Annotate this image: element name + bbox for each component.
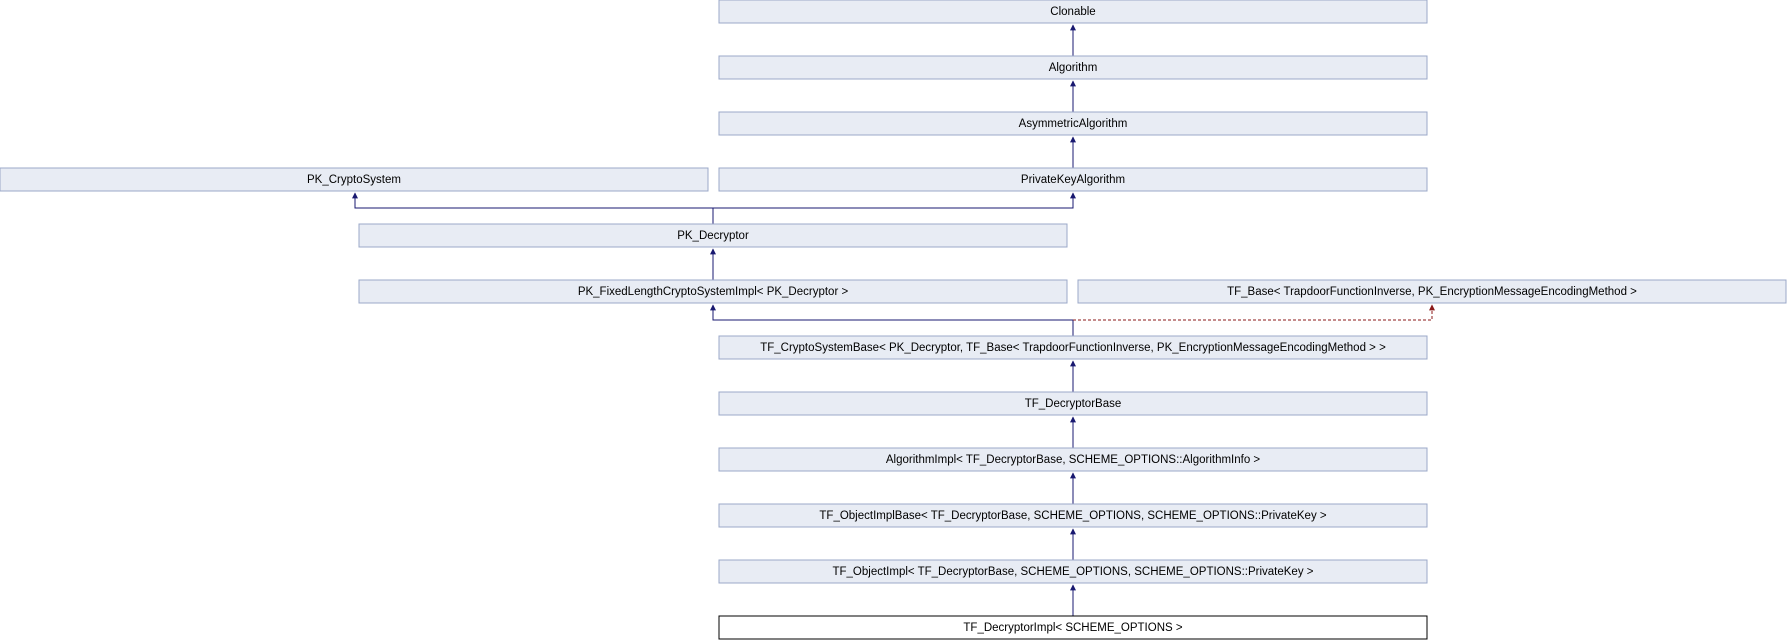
node-label: PK_CryptoSystem [307, 174, 401, 186]
node-label: TF_ObjectImplBase< TF_DecryptorBase, SCH… [819, 510, 1327, 522]
node-tf-cryptosystembase[interactable]: TF_CryptoSystemBase< PK_Decryptor, TF_Ba… [718, 335, 1428, 360]
node-clonable[interactable]: Clonable [718, 0, 1428, 24]
node-tf-objectimpl[interactable]: TF_ObjectImpl< TF_DecryptorBase, SCHEME_… [718, 559, 1428, 584]
node-tf-objectimplbase[interactable]: TF_ObjectImplBase< TF_DecryptorBase, SCH… [718, 503, 1428, 528]
node-pk-fixedlength-cryptosystemimpl[interactable]: PK_FixedLengthCryptoSystemImpl< PK_Decry… [358, 279, 1068, 304]
node-label: Algorithm [1049, 62, 1098, 74]
edge-tf-cryptosystembase-to-tf-base [1073, 304, 1435, 321]
edge-layer [352, 24, 1435, 616]
edge-pk-decryptor-to-private-key-algorithm [713, 192, 1076, 209]
node-private-key-algorithm[interactable]: PrivateKeyAlgorithm [718, 167, 1428, 192]
node-label: PrivateKeyAlgorithm [1021, 174, 1125, 186]
edge-tf-cryptosystembase-to-pk-fixedlength [710, 304, 1074, 336]
node-label: PK_FixedLengthCryptoSystemImpl< PK_Decry… [578, 286, 849, 298]
node-label: PK_Decryptor [677, 230, 749, 242]
node-algorithmimpl[interactable]: AlgorithmImpl< TF_DecryptorBase, SCHEME_… [718, 447, 1428, 472]
node-tf-base[interactable]: TF_Base< TrapdoorFunctionInverse, PK_Enc… [1077, 279, 1787, 304]
node-label: TF_DecryptorImpl< SCHEME_OPTIONS > [963, 622, 1182, 634]
node-pk-cryptosystem[interactable]: PK_CryptoSystem [0, 167, 709, 192]
node-pk-decryptor[interactable]: PK_Decryptor [358, 223, 1068, 248]
node-label: TF_DecryptorBase [1025, 398, 1122, 410]
node-algorithm[interactable]: Algorithm [718, 55, 1428, 80]
node-asymmetric-algorithm[interactable]: AsymmetricAlgorithm [718, 111, 1428, 136]
node-label: Clonable [1050, 6, 1095, 18]
node-label: TF_ObjectImpl< TF_DecryptorBase, SCHEME_… [832, 566, 1313, 578]
node-label: TF_Base< TrapdoorFunctionInverse, PK_Enc… [1227, 286, 1637, 298]
edge-pk-decryptor-to-pk-cryptosystem [352, 192, 714, 224]
node-label: AsymmetricAlgorithm [1019, 118, 1128, 130]
node-label: TF_CryptoSystemBase< PK_Decryptor, TF_Ba… [760, 342, 1386, 354]
node-label: AlgorithmImpl< TF_DecryptorBase, SCHEME_… [886, 454, 1261, 466]
node-tf-decryptorimpl-current: TF_DecryptorImpl< SCHEME_OPTIONS > [718, 615, 1428, 640]
node-tf-decryptorbase[interactable]: TF_DecryptorBase [718, 391, 1428, 416]
